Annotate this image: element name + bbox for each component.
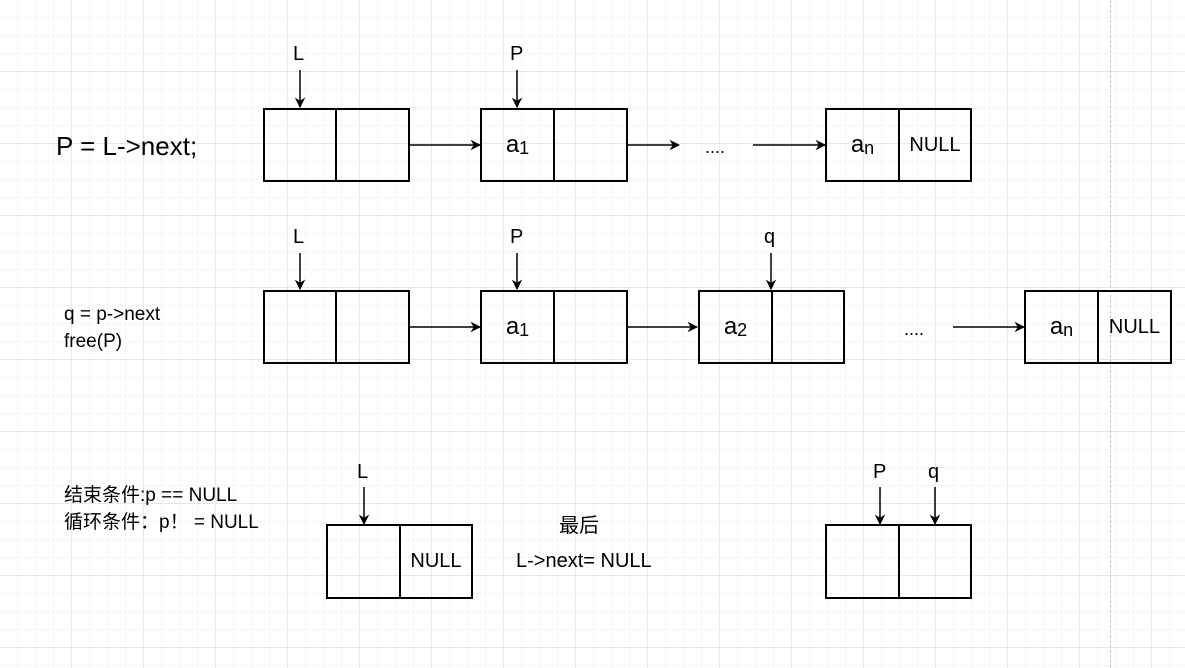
- row2-an-subscript: n: [1063, 319, 1074, 340]
- row1-an-null: NULL: [909, 133, 961, 156]
- row2-L-label: L: [293, 226, 305, 248]
- row1-L-label: L: [293, 43, 305, 65]
- row3-head-data-cell: [326, 524, 401, 599]
- row3-q-label: q: [928, 461, 940, 483]
- row2-a1-letter: a: [505, 313, 520, 340]
- row3-loop-condition: 循环条件：p！ = NULL: [64, 511, 259, 533]
- row1-an-letter: a: [850, 131, 865, 158]
- row2-a1-next-cell: [553, 290, 628, 364]
- row3-head-null: NULL: [410, 550, 462, 572]
- row1-ellipsis: ....: [705, 137, 726, 157]
- row3-final-code: L->next= NULL: [516, 550, 652, 572]
- row3-P-label: P: [873, 461, 887, 483]
- row1-head-data-cell: [263, 108, 337, 182]
- row2-an-next-cell: NULL: [1097, 290, 1172, 364]
- row2-an-null: NULL: [1108, 315, 1161, 338]
- row3-freed-data-cell: [825, 524, 900, 599]
- row1-an-subscript: n: [864, 137, 875, 158]
- row2-ellipsis: ....: [904, 319, 925, 339]
- row2-head-data-cell: [263, 290, 337, 364]
- page-boundary-guide: [1110, 0, 1111, 668]
- row1-P-label: P: [510, 43, 524, 65]
- row1-an-next-cell: NULL: [898, 108, 972, 182]
- row2-head-next-cell: [335, 290, 410, 364]
- row3-L-label: L: [357, 461, 369, 483]
- row1-a1-letter: a: [505, 131, 520, 158]
- row2-an-letter: a: [1049, 313, 1064, 340]
- row2-a2-subscript: 2: [737, 319, 748, 340]
- row3-end-condition: 结束条件:p == NULL: [64, 485, 238, 506]
- row2-P-label: P: [510, 226, 524, 248]
- row2-caption: q = p->next free(P): [64, 302, 160, 356]
- row1-caption: P = L->next;: [56, 131, 198, 161]
- row2-q-label: q: [764, 226, 776, 248]
- row1-a1-subscript: 1: [519, 137, 530, 158]
- row2-a2-next-cell: [771, 290, 845, 364]
- row2-a1-subscript: 1: [519, 319, 530, 340]
- row3-freed-next-cell: [898, 524, 972, 599]
- row3-conditions: 结束条件:p == NULL 循环条件：p！ = NULL: [64, 483, 259, 537]
- row3-final-title: 最后: [559, 515, 599, 537]
- row1-a1-next-cell: [553, 108, 628, 182]
- row3-head-next-cell: NULL: [399, 524, 473, 599]
- row2-caption-line2: free(P): [64, 330, 123, 352]
- row1-head-next-cell: [335, 108, 410, 182]
- row2-caption-line1: q = p->next: [64, 304, 161, 325]
- row2-a2-letter: a: [723, 313, 738, 340]
